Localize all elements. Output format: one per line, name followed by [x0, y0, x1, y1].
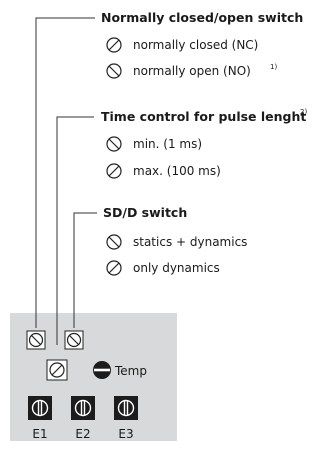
option-label: min. (1 ms)	[133, 137, 202, 151]
group-title-nc-no: Normally closed/open switch	[101, 10, 303, 25]
switch-closed-icon	[106, 37, 122, 53]
footnote-marker: 1)	[270, 63, 277, 71]
switch-closed-icon	[106, 260, 122, 276]
footnote-marker: 2)	[300, 108, 307, 116]
switch-open-icon	[106, 63, 122, 79]
terminal-label-e1: E1	[32, 427, 47, 441]
group-title-sd-d: SD/D switch	[103, 205, 187, 220]
switch-open-icon	[64, 330, 84, 350]
terminal-label-e3: E3	[118, 427, 133, 441]
switch-open-icon	[26, 330, 46, 350]
leader-line-1	[35, 17, 95, 328]
option-label: normally open (NO)	[133, 64, 251, 78]
terminal-block-icon	[114, 396, 138, 420]
option-label: normally closed (NC)	[133, 38, 258, 52]
switch-open-icon	[106, 234, 122, 250]
temp-potentiometer-icon	[93, 361, 111, 379]
leader-line-3	[73, 212, 97, 328]
terminal-block-icon	[71, 396, 95, 420]
switch-closed-icon	[106, 163, 122, 179]
option-label: statics + dynamics	[133, 235, 247, 249]
leader-line-2	[56, 116, 94, 345]
switch-closed-icon	[46, 359, 68, 381]
temp-label: Temp	[114, 364, 147, 378]
option-label: max. (100 ms)	[133, 164, 221, 178]
option-label: only dynamics	[133, 261, 220, 275]
terminal-block-icon	[28, 396, 52, 420]
switch-open-icon	[106, 136, 122, 152]
terminal-label-e2: E2	[75, 427, 90, 441]
group-title-pulse-length: Time control for pulse lenght	[101, 109, 306, 124]
